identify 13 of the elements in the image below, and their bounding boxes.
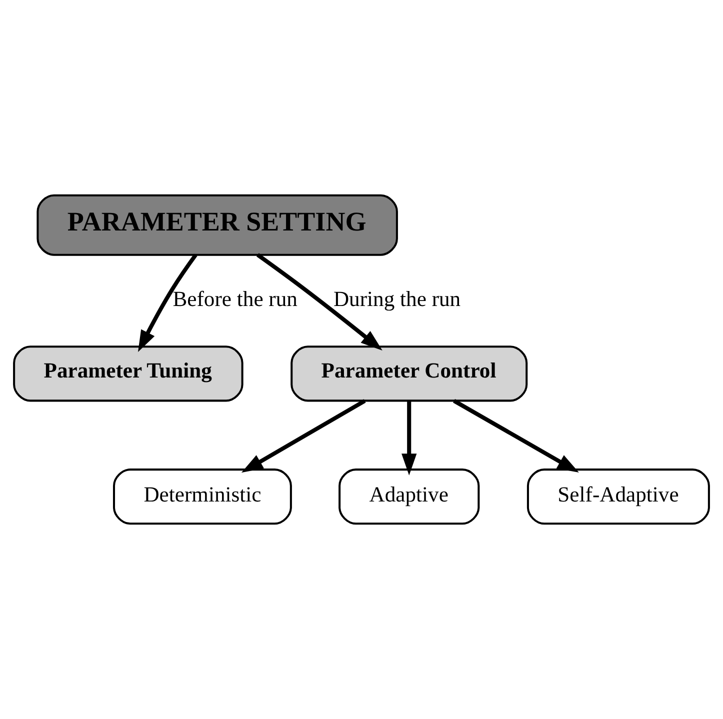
node-box: Self-Adaptive — [526, 468, 710, 525]
arrow — [241, 399, 366, 473]
node-box: Parameter Tuning — [13, 346, 244, 402]
arrow — [256, 253, 382, 350]
arrow — [138, 254, 198, 352]
arrow — [402, 401, 417, 476]
edge-label: During the run — [333, 286, 461, 311]
arrow — [453, 399, 579, 473]
edge-label: Before the run — [172, 286, 298, 311]
node-box: Adaptive — [338, 468, 480, 525]
node-box: Parameter Control — [290, 346, 528, 402]
node-box: Deterministic — [113, 468, 292, 525]
node-box: PARAMETER SETTING — [36, 194, 398, 256]
